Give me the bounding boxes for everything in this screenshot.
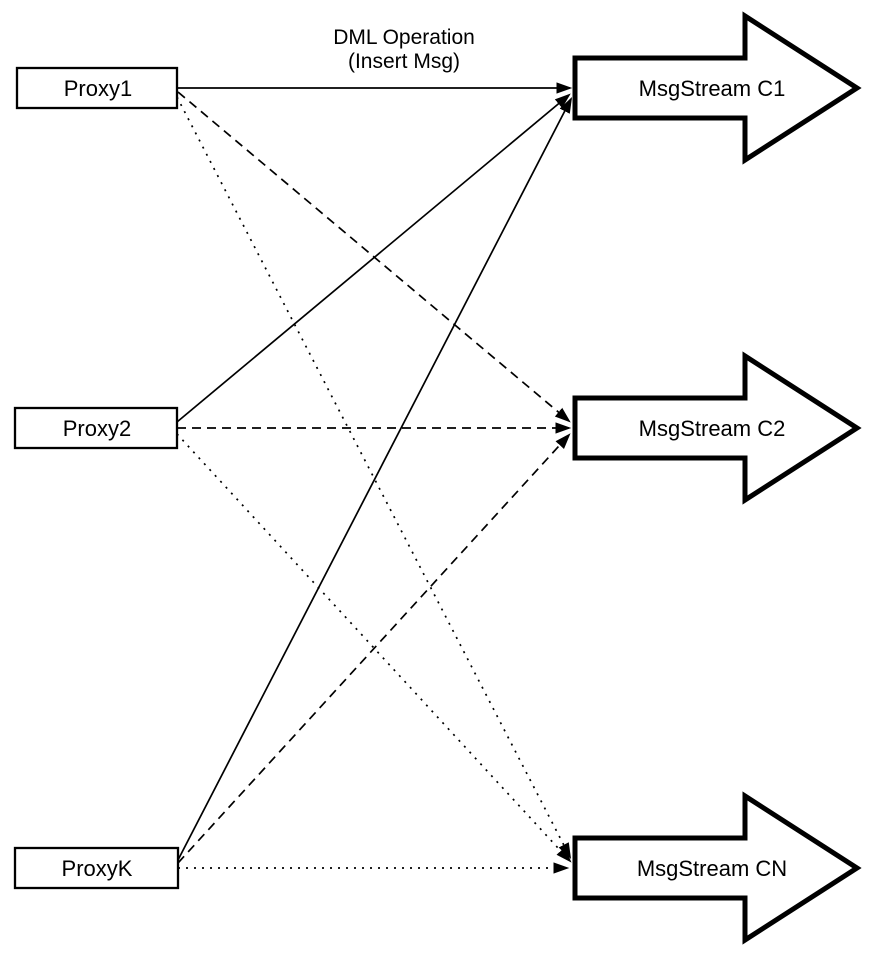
msgstream-c1-arrow-shape (572, 11, 862, 165)
msgstream-cn-arrow-shape (572, 791, 862, 945)
edge-proxyk-msgstream-c1 (177, 96, 573, 861)
node-msgstream-c2: MsgStream C2 (572, 351, 862, 505)
msgstream-cn-label: MsgStream CN (637, 856, 787, 881)
node-proxy2: Proxy2 (13, 406, 179, 450)
edge-proxyk-msgstream-c2 (177, 433, 571, 864)
edge-proxy1-msgstream-c2 (177, 91, 571, 423)
node-proxyk: ProxyK (13, 846, 180, 890)
proxy1-box (15, 66, 179, 110)
proxyk-label: ProxyK (62, 856, 133, 881)
proxy1-label: Proxy1 (64, 76, 132, 101)
proxy2-label: Proxy2 (63, 416, 131, 441)
msgstream-c2-label: MsgStream C2 (639, 416, 786, 441)
node-msgstream-cn: MsgStream CN (572, 791, 862, 945)
diagram-title-line1: DML Operation (333, 26, 475, 49)
proxyk-box (13, 846, 180, 890)
diagram-title-line2: (Insert Msg) (348, 50, 460, 73)
edge-proxy1-msgstream-cn (176, 96, 572, 860)
proxy2-box (13, 406, 179, 450)
edge-proxy2-msgstream-c1 (176, 93, 571, 423)
msgstream-c2-arrow-shape (572, 351, 862, 505)
edge-proxy2-msgstream-cn (176, 433, 572, 863)
node-msgstream-c1: MsgStream C1 (572, 11, 862, 165)
node-proxy1: Proxy1 (15, 66, 179, 110)
msgstream-c1-label: MsgStream C1 (639, 76, 786, 101)
